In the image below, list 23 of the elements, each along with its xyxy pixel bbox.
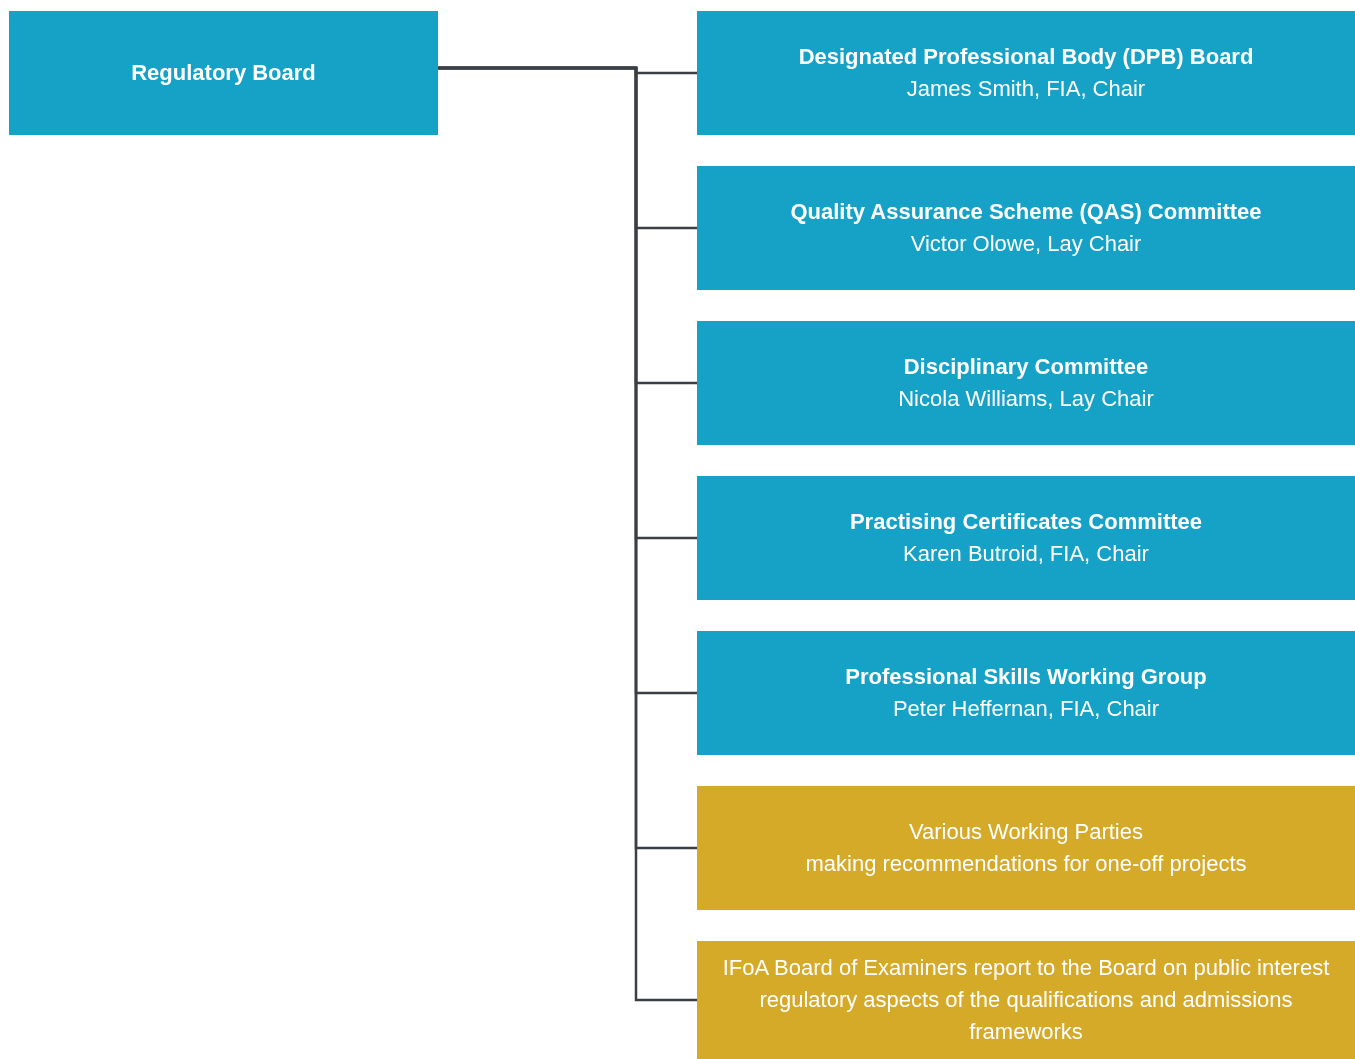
box-text: James Smith, FIA, Chair (906, 75, 1146, 103)
committee-box (9, 11, 438, 135)
box-title: Designated Professional Body (DPB) Board (798, 43, 1254, 71)
box-text: IFoA Board of Examiners report to the Board on public interest regulatory aspects of the qualifications and admissions frameworks (721, 954, 1331, 1046)
box-title: Professional Skills Working Group (845, 663, 1207, 691)
note-box (697, 941, 1355, 1059)
box-text: Various Working Parties (909, 818, 1143, 846)
box-title: Practising Certificates Committee (849, 508, 1203, 536)
committee-box (697, 166, 1355, 290)
box-text: Victor Olowe, Lay Chair (910, 230, 1142, 258)
box-title: Disciplinary Committee (903, 353, 1149, 381)
connector-line (438, 66, 697, 1002)
box-text: making recommendations for one-off projects (805, 850, 1247, 878)
box-title: Regulatory Board (131, 59, 316, 87)
box-text: Peter Heffernan, FIA, Chair (892, 695, 1160, 723)
committee-box (697, 631, 1355, 755)
box-text: Nicola Williams, Lay Chair (898, 385, 1154, 413)
committee-box (697, 321, 1355, 445)
box-title: Quality Assurance Scheme (QAS) Committee (790, 198, 1262, 226)
committee-box (697, 11, 1355, 135)
box-text: Karen Butroid, FIA, Chair (903, 540, 1149, 568)
note-box (697, 786, 1355, 910)
committee-box (697, 476, 1355, 600)
